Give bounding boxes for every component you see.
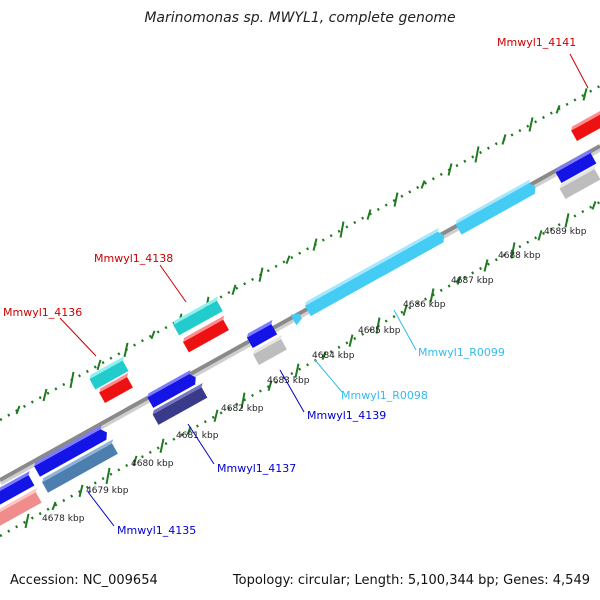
gc-skew-tick (348, 334, 354, 347)
gene-label-leaders (59, 53, 589, 527)
gc-skew-tick (132, 455, 138, 467)
kbp-tick-4686: 4686 kbp (403, 300, 446, 310)
gc-skew-tick (42, 388, 48, 402)
gene-feature-pink[interactable] (0, 488, 44, 528)
gene-feature-blue-left[interactable] (0, 470, 37, 505)
gc-skew-tick (267, 380, 273, 391)
gc-skew-tick (366, 209, 372, 220)
gc-skew-tick (528, 117, 534, 132)
gene-feature-cyan-right[interactable] (454, 179, 538, 235)
gene-label-4139[interactable]: Mmwyl1_4139 (307, 409, 386, 422)
kbp-tick-4685: 4685 kbp (358, 326, 401, 336)
gc-skew-tick (456, 276, 462, 285)
gene-feature-blue-4135a[interactable] (33, 425, 110, 477)
gc-skew-tick (150, 330, 156, 340)
gene-feature-r0098[interactable] (290, 311, 304, 326)
gc-skew-tick (537, 230, 543, 241)
gene-feature-grey-1[interactable] (252, 334, 290, 366)
kbp-tick-4682: 4682 kbp (221, 404, 264, 414)
gc-skew-tick (501, 134, 507, 145)
gene-feature-4141-upper[interactable] (570, 104, 600, 142)
gc-skew-tick (51, 501, 57, 511)
gc-skew-tick (294, 363, 300, 378)
gc-skew-tick (312, 238, 318, 251)
gc-skew-tick (393, 192, 399, 207)
gc-skew-tick (591, 200, 597, 210)
gc-skew-ticks (15, 88, 597, 529)
kbp-tick-4681: 4681 kbp (176, 431, 219, 441)
gene-label-4135[interactable]: Mmwyl1_4135 (117, 524, 196, 537)
gc-skew-tick (375, 317, 381, 334)
gc-skew-tick (564, 213, 570, 228)
gene-feature-red-2[interactable] (182, 315, 232, 353)
gene-feature-4138-upper[interactable] (172, 296, 226, 336)
topology-summary-text: Topology: circular; Length: 5,100,344 bp… (232, 573, 590, 588)
gc-skew-tick (186, 426, 192, 436)
gc-track-outer (0, 84, 600, 422)
gene-feature-blue-right[interactable] (554, 148, 599, 183)
gc-skew-tick (420, 180, 426, 189)
gc-skew-tick (96, 359, 102, 371)
gc-skew-tick (321, 351, 327, 360)
kbp-tick-4688: 4688 kbp (498, 251, 541, 261)
gc-skew-tick (339, 221, 345, 238)
kbp-tick-4680: 4680 kbp (131, 459, 174, 469)
gc-skew-tick (258, 267, 264, 282)
gc-skew-tick (447, 163, 453, 176)
gene-feature-4136-upper[interactable] (88, 356, 131, 390)
gc-skew-tick (159, 438, 165, 454)
gene-feature-blue-4139[interactable] (245, 319, 279, 349)
map-title: Marinomonas sp. MWYL1, complete genome (144, 10, 456, 26)
gene-label-4136[interactable]: Mmwyl1_4136 (3, 306, 82, 319)
gene-feature-steel-4135[interactable] (41, 439, 121, 493)
gc-skew-tick (78, 484, 84, 498)
gc-skew-tick (123, 342, 129, 358)
gc-skew-tick (213, 409, 219, 423)
gene-feature-navy-4137[interactable] (151, 383, 210, 425)
gc-skew-tick (15, 405, 21, 415)
gc-skew-tick (285, 255, 291, 265)
gc-skew-tick (105, 467, 111, 485)
gc-skew-tick (555, 105, 561, 114)
gene-feature-red-1[interactable] (98, 372, 136, 404)
gc-skew-tick (429, 288, 435, 303)
gene-label-4137[interactable]: Mmwyl1_4137 (217, 462, 296, 475)
gene-feature-grey-2[interactable] (558, 164, 600, 199)
gc-skew-tick (402, 305, 408, 316)
gc-skew-tick (483, 259, 489, 272)
gc-skew-tick (474, 146, 480, 163)
gc-skew-tick (582, 88, 588, 101)
accession-text: Accession: NC_009654 (10, 573, 158, 588)
gc-skew-tick (231, 284, 237, 296)
gene-feature-blue-4137a[interactable] (146, 369, 199, 408)
kbp-tick-4689: 4689 kbp (544, 227, 587, 237)
gc-skew-tick (24, 513, 30, 529)
kbp-tick-4679: 4679 kbp (86, 486, 129, 496)
kbp-tick-4684: 4684 kbp (312, 351, 355, 361)
kbp-tick-labels: 4678 kbp 4679 kbp 4680 kbp 4681 kbp 4682… (42, 227, 587, 524)
kbp-tick-4683: 4683 kbp (267, 376, 310, 386)
kbp-tick-4678: 4678 kbp (42, 514, 85, 524)
gene-label-r0099[interactable]: Mmwyl1_R0099 (418, 346, 505, 359)
gene-feature-r0099[interactable] (303, 227, 447, 317)
gene-label-4141[interactable]: Mmwyl1_4141 (497, 36, 576, 49)
kbp-tick-4687: 4687 kbp (451, 276, 494, 286)
gc-track-inner (0, 200, 600, 538)
gc-skew-tick (69, 371, 75, 389)
gc-skew-tick (240, 392, 246, 409)
gc-skew-tick (510, 242, 516, 259)
gene-label-r0098[interactable]: Mmwyl1_R0098 (341, 389, 428, 402)
gene-label-4138[interactable]: Mmwyl1_4138 (94, 252, 173, 265)
